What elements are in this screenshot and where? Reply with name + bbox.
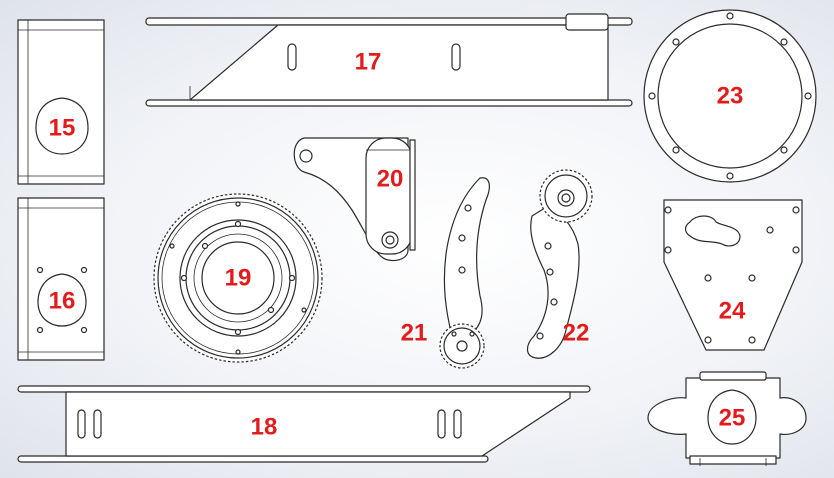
part-18-label: 18 [251, 413, 278, 440]
part-24: 24 [663, 199, 803, 351]
part-24-label: 24 [719, 297, 746, 324]
part-16: 16 [17, 197, 105, 361]
part-22-label: 22 [563, 319, 590, 346]
part-23-label: 23 [717, 82, 744, 109]
part-18: 18 [17, 385, 591, 463]
part-25: 25 [647, 371, 807, 466]
part-21-label: 21 [401, 319, 428, 346]
part-16-label: 16 [49, 287, 76, 314]
part-19-label: 19 [225, 264, 252, 291]
part-19: 19 [153, 193, 323, 363]
part-15: 15 [17, 19, 105, 185]
part-23: 23 [643, 9, 817, 183]
part-15-label: 15 [49, 114, 76, 141]
part-21: 21 [401, 177, 490, 369]
part-17: 17 [145, 13, 633, 107]
part-20: 20 [293, 137, 416, 262]
part-20-label: 20 [377, 165, 404, 192]
part-17-label: 17 [355, 48, 382, 75]
part-25-label: 25 [719, 404, 746, 431]
part-22: 22 [526, 169, 593, 359]
